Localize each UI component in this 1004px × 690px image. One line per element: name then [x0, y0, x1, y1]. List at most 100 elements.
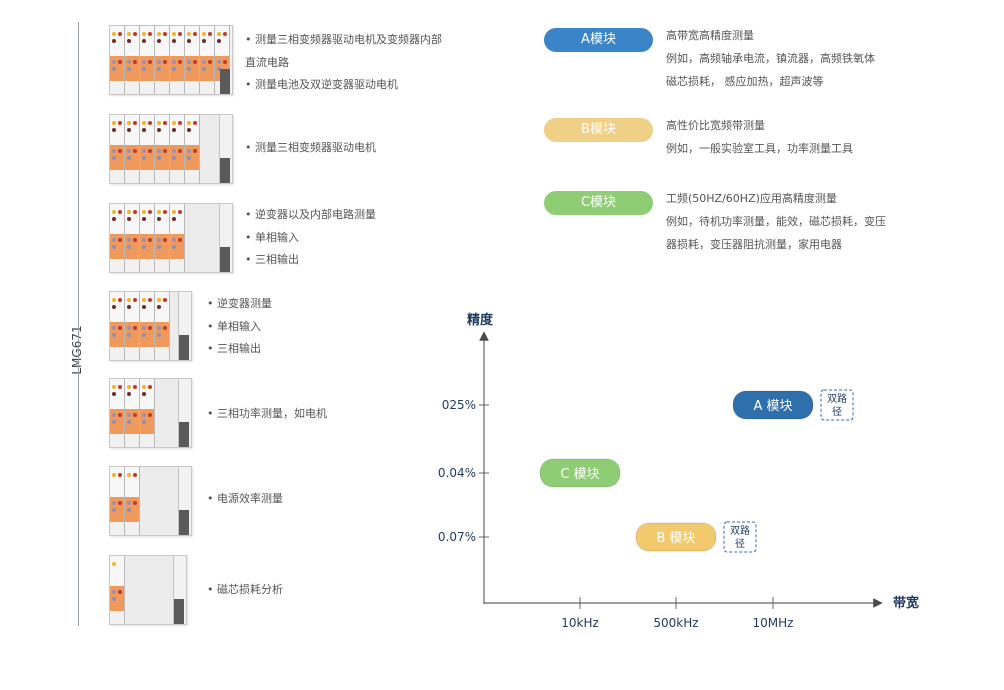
- y-tick-label: 0.04%: [438, 466, 476, 480]
- channel-slot: [155, 204, 170, 272]
- module-point-label: C 模块: [560, 467, 599, 482]
- x-tick-label: 10MHz: [753, 616, 794, 630]
- channel-slot: [155, 115, 170, 183]
- bullet-text: • 逆变器测量: [207, 297, 272, 310]
- channel-slot: [125, 292, 140, 360]
- power-supply-module: [179, 510, 189, 535]
- config-description: • 测量三相变频器驱动电机: [245, 137, 376, 160]
- config-description: • 逆变器以及内部电路测量 • 单相输入 • 三相输出: [245, 204, 376, 272]
- bullet-text: • 测量电池及双逆变器驱动电机: [245, 78, 398, 91]
- description-line: 高性价比宽频带测量: [666, 119, 765, 132]
- badge-line: 径: [832, 405, 842, 418]
- module-point-c: C 模块: [539, 458, 621, 488]
- chassis-illustration: [109, 291, 192, 361]
- module-point-shape: [539, 458, 621, 488]
- config-description: • 磁芯损耗分析: [207, 579, 283, 602]
- channel-slot: [110, 556, 125, 624]
- channel-slot: [170, 204, 185, 272]
- badge-line: 双路: [827, 392, 847, 405]
- y-tick-label: 025%: [442, 398, 476, 412]
- power-supply-module: [174, 599, 184, 624]
- module-point-shape: [732, 390, 814, 420]
- channel-slot: [155, 26, 170, 94]
- description-line: 例如，一般实验室工具，功率测量工具: [666, 142, 853, 155]
- channel-slot: [155, 292, 170, 360]
- config-description: • 测量三相变频器驱动电机及变频器内部直流电路 • 测量电池及双逆变器驱动电机: [245, 29, 442, 97]
- chassis-illustration: [109, 203, 233, 273]
- config-description: • 逆变器测量 • 单相输入 • 三相输出: [207, 293, 272, 361]
- channel-slot: [140, 115, 155, 183]
- channel-slot: [110, 204, 125, 272]
- empty-slot-area: [185, 204, 220, 272]
- config-description: • 三相功率测量，如电机: [207, 403, 327, 426]
- channel-slot: [110, 467, 125, 535]
- bullet-text: • 三相输出: [245, 253, 299, 266]
- product-label: LMG671: [70, 325, 84, 375]
- chassis-illustration: [109, 466, 192, 536]
- module-pill-b: B模块: [544, 118, 653, 142]
- channel-slot: [125, 204, 140, 272]
- bullet-text: • 单相输入: [245, 230, 299, 244]
- module-description: 工频(50HZ/60HZ)应用高精度测量例如，待机功率测量，能效，磁芯损耗，变压…: [666, 187, 886, 256]
- power-supply-module: [179, 422, 189, 447]
- module-point-label: B 模块: [656, 531, 695, 546]
- x-axis-label: 带宽: [893, 595, 919, 611]
- channel-slot: [125, 467, 140, 535]
- channel-slot: [140, 26, 155, 94]
- dual-path-badge: 双路径: [820, 389, 854, 421]
- module-point-label: A 模块: [753, 399, 792, 414]
- bullet-text: • 逆变器以及内部电路测量: [245, 208, 376, 221]
- description-line: 器损耗，变压器阻抗测量，家用电器: [666, 238, 842, 251]
- bullet-text: • 测量三相变频器驱动电机: [245, 141, 376, 154]
- divider-line: [78, 22, 79, 626]
- channel-slot: [140, 292, 155, 360]
- power-supply-module: [220, 247, 230, 272]
- description-line: 高带宽高精度测量: [666, 29, 754, 42]
- chassis-illustration: [109, 114, 233, 184]
- empty-slot-area: [155, 379, 179, 447]
- power-supply-module: [220, 158, 230, 183]
- module-pill-c: C模块: [544, 191, 653, 215]
- channel-slot: [170, 115, 185, 183]
- module-pill-a: A模块: [544, 28, 653, 52]
- channel-slot: [200, 26, 215, 94]
- empty-slot-area: [125, 556, 174, 624]
- y-axis-label: 精度: [467, 312, 494, 328]
- empty-slot-area: [200, 115, 220, 183]
- bullet-text: • 三相输出: [207, 342, 261, 355]
- y-tick-label: 0.07%: [438, 530, 476, 544]
- bullet-text: • 电源效率测量: [207, 492, 283, 505]
- description-line: 例如，待机功率测量，能效，磁芯损耗，变压: [666, 215, 886, 228]
- channel-slot: [110, 292, 125, 360]
- x-tick-label: 500kHz: [653, 616, 698, 630]
- module-description: 高带宽高精度测量例如，高频轴承电流，镇流器，高频铁氧体磁芯损耗， 感应加热，超声…: [666, 24, 875, 93]
- chassis-illustration: [109, 378, 192, 448]
- channel-slot: [110, 115, 125, 183]
- channel-slot: [125, 115, 140, 183]
- power-supply-module: [220, 69, 230, 94]
- bullet-text: 直流电路: [245, 55, 289, 69]
- bullet-text: • 单相输入: [207, 319, 261, 333]
- chassis-illustration: [109, 25, 233, 95]
- channel-slot: [185, 26, 200, 94]
- config-description: • 电源效率测量: [207, 488, 283, 511]
- channel-slot: [110, 26, 125, 94]
- badge-line: 径: [735, 537, 745, 550]
- empty-slot-area: [140, 467, 179, 535]
- empty-slot-area: [170, 292, 179, 360]
- chassis-illustration: [109, 555, 187, 625]
- module-point-shape: [635, 522, 717, 552]
- channel-slot: [140, 204, 155, 272]
- channel-slot: [185, 115, 200, 183]
- module-description: 高性价比宽频带测量例如，一般实验室工具，功率测量工具: [666, 114, 853, 160]
- channel-slot: [125, 379, 140, 447]
- channel-slot: [140, 379, 155, 447]
- bullet-text: • 测量三相变频器驱动电机及变频器内部: [245, 33, 442, 46]
- description-line: 例如，高频轴承电流，镇流器，高频铁氧体: [666, 52, 875, 65]
- channel-slot: [110, 379, 125, 447]
- power-supply-module: [179, 335, 189, 360]
- description-line: 磁芯损耗， 感应加热，超声波等: [666, 75, 824, 88]
- module-point-a: A 模块 双路径: [732, 389, 854, 421]
- x-tick-label: 10kHz: [561, 616, 599, 630]
- bullet-text: • 三相功率测量，如电机: [207, 407, 327, 420]
